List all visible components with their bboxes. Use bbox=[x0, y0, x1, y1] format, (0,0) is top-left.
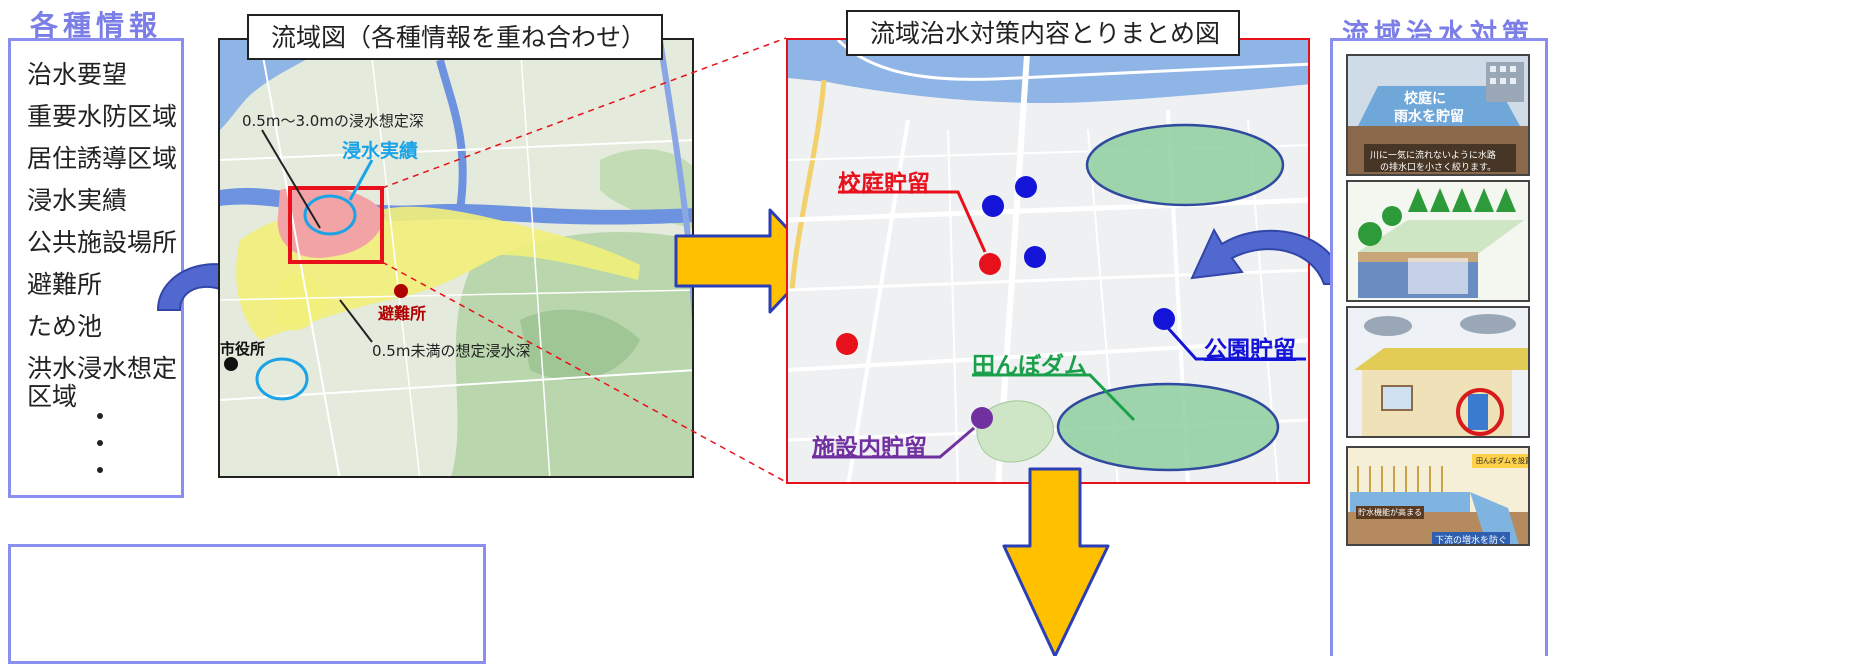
bottom-info-box bbox=[8, 544, 486, 664]
label-school-storage: 校庭貯留 bbox=[838, 171, 930, 197]
label-past-flooding: 浸水実績 bbox=[342, 140, 419, 162]
info-item-flood-inundation-assumed: 洪水浸水想定 bbox=[27, 354, 178, 383]
measure-image-facility-storage bbox=[1346, 306, 1530, 438]
label-inundation-depth-high: 0.5m～3.0mの浸水想定深 bbox=[242, 112, 424, 130]
measure-image-4-tag: 田んぼダムを設置 bbox=[1476, 457, 1530, 465]
measure-image-1-note1: 川に一気に流れないように水路 bbox=[1370, 151, 1496, 161]
label-shelter: 避難所 bbox=[378, 304, 427, 323]
ellipsis-dot bbox=[97, 467, 103, 473]
label-city-hall: 市役所 bbox=[220, 340, 266, 358]
info-item-public-facilities: 公共施設場所 bbox=[27, 228, 178, 257]
label-inundation-depth-low: 0.5m未満の想定浸水深 bbox=[372, 342, 531, 360]
info-item-evacuation-shelter: 避難所 bbox=[27, 270, 103, 299]
ellipsis-dot bbox=[97, 413, 103, 419]
label-paddy-dam: 田んぼダム bbox=[972, 353, 1087, 379]
label-park-storage: 公園貯留 bbox=[1204, 337, 1296, 363]
curved-arrow-icon bbox=[1190, 227, 1346, 285]
info-item-reservoir: ため池 bbox=[27, 312, 103, 341]
watershed-map bbox=[218, 38, 694, 478]
measure-image-1-line1: 校庭に bbox=[1404, 91, 1446, 107]
info-item-important-flood-defense-area: 重要水防区域 bbox=[27, 102, 178, 131]
info-item-flood-control-request: 治水要望 bbox=[27, 60, 128, 89]
down-arrow-icon bbox=[1002, 467, 1110, 656]
measure-image-4-note1: 貯水機能が高まる bbox=[1356, 506, 1424, 519]
measure-image-park-storage bbox=[1346, 180, 1530, 302]
info-panel-title: 各種情報 bbox=[29, 9, 162, 42]
watershed-map-image bbox=[220, 40, 692, 476]
info-item-past-flooding: 浸水実績 bbox=[27, 186, 128, 215]
info-item-residential-guidance-area: 居住誘導区域 bbox=[27, 144, 178, 173]
measure-image-school-storage: 校庭に 雨水を貯留 川に一気に流れないように水路 の排水口を小さく絞ります。 bbox=[1346, 54, 1530, 176]
info-panel: 治水要望 重要水防区域 居住誘導区域 浸水実績 公共施設場所 避難所 ため池 洪… bbox=[8, 38, 184, 498]
measure-image-1-note2: の排水口を小さく絞ります。 bbox=[1380, 163, 1497, 173]
summary-map-caption: 流域治水対策内容とりまとめ図 bbox=[846, 10, 1240, 56]
label-facility-storage: 施設内貯留 bbox=[812, 435, 927, 461]
measure-image-4-note2: 下流の増水を防ぐ bbox=[1432, 532, 1511, 544]
measure-image-1-line2: 雨水を貯留 bbox=[1394, 109, 1464, 125]
ellipsis-dot bbox=[97, 440, 103, 446]
watershed-map-caption: 流域図（各種情報を重ね合わせ） bbox=[247, 14, 663, 60]
info-item-area: 区域 bbox=[27, 382, 78, 411]
measure-image-paddy-dam: 田んぼダムを設置 貯水機能が高まる 下流の増水を防ぐ bbox=[1346, 446, 1530, 546]
